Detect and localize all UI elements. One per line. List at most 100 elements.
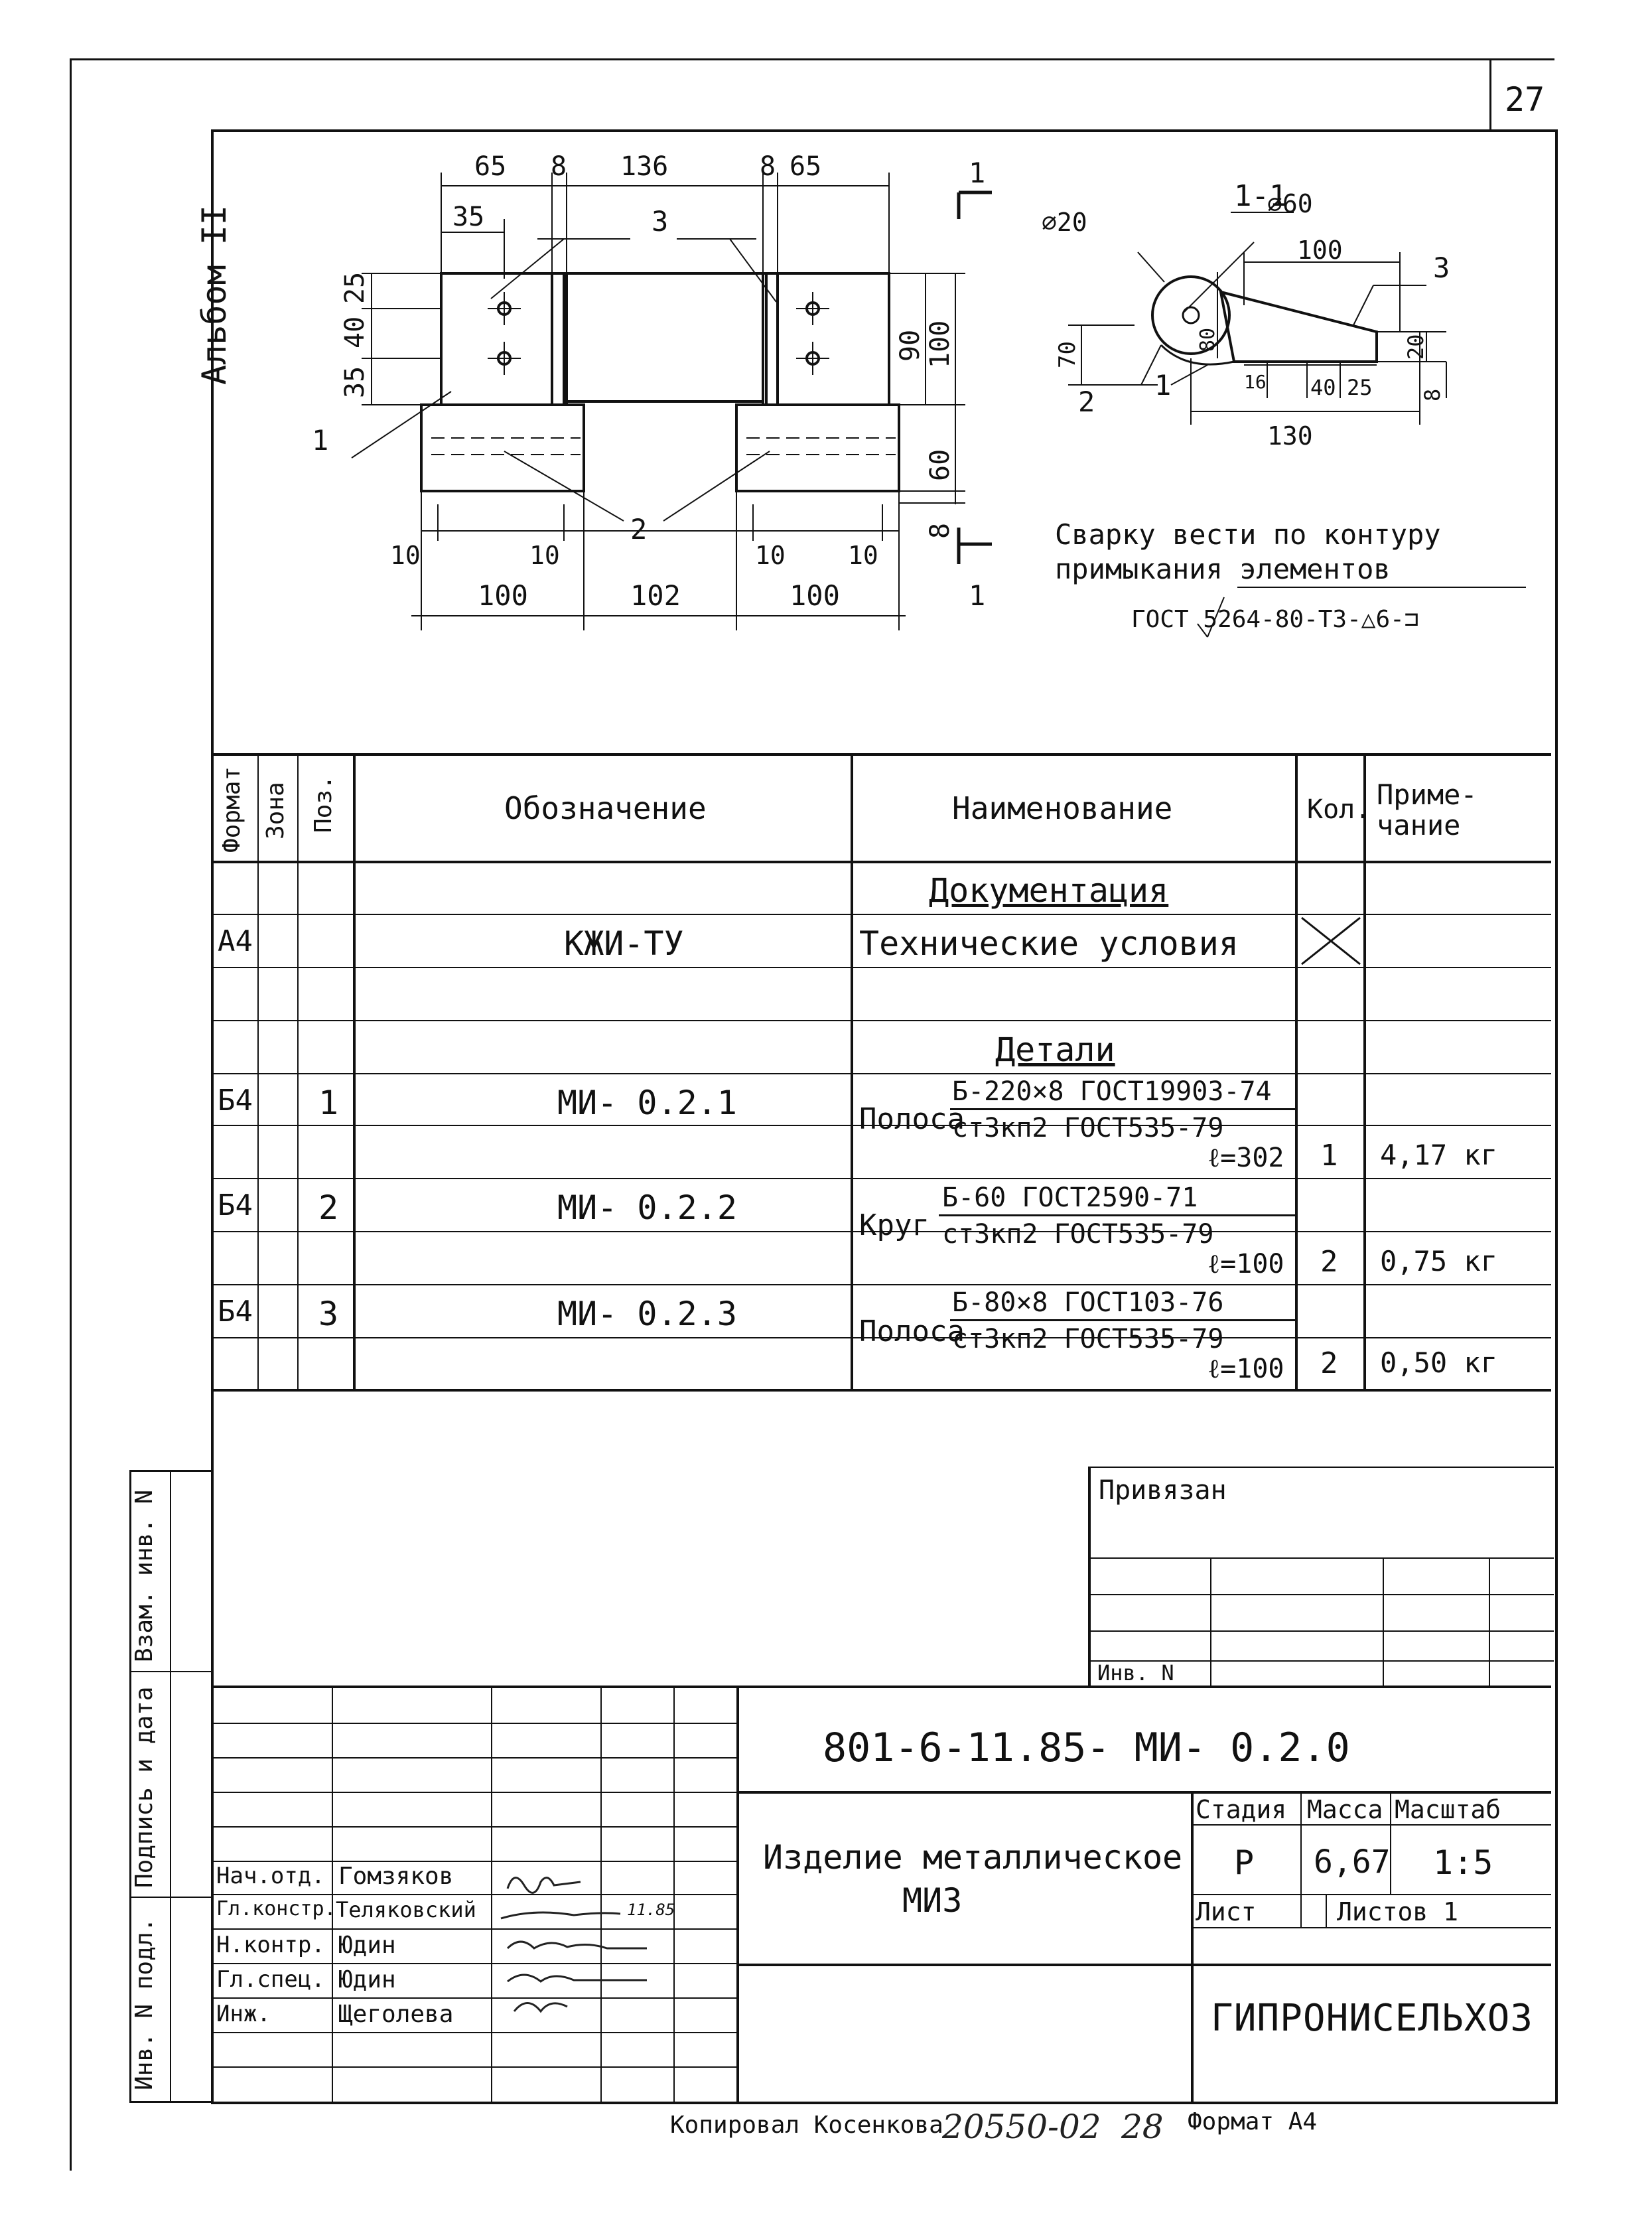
part-label-3: 3 [652, 205, 668, 238]
part2-pos: 2 [318, 1188, 339, 1227]
section-label-1: 1 [1154, 369, 1171, 401]
section-label-2: 2 [1078, 386, 1095, 418]
header-note: Приме-чание [1377, 778, 1478, 842]
footer-copied-by: Копировал Косенкова [670, 2112, 943, 2139]
round-part-2-left [420, 403, 585, 492]
part2-note: 0,75 кг [1380, 1245, 1498, 1277]
section-dim-70: 70 [1054, 341, 1081, 368]
part3-length: ℓ=100 [1207, 1354, 1284, 1384]
doc-name: Технические условия [859, 924, 1239, 963]
handwritten-signatures [500, 1877, 647, 2013]
weld-note-line1: Сварку вести по контуру [1055, 518, 1441, 551]
document-code: 801-6-11.85- МИ- 0.2.0 [823, 1725, 1350, 1771]
dim-bottom-100b: 100 [790, 579, 840, 612]
part1-note: 4,17 кг [1380, 1139, 1498, 1171]
part2-qty: 2 [1320, 1245, 1338, 1279]
weld-note-line2: примыкания элементов [1055, 553, 1391, 585]
product-name-line1: Изделие металлическое [763, 1838, 1183, 1877]
section-dim-16: 16 [1244, 371, 1267, 393]
sign-name-4: Юдин [338, 1966, 396, 1993]
part2-designation: МИ- 0.2.2 [557, 1188, 737, 1227]
mass-value: 6,67 [1314, 1843, 1391, 1881]
privyazan-inv-label: Инв. N [1097, 1660, 1174, 1686]
section-round-bar [1151, 275, 1231, 355]
dim-bottom-102: 102 [630, 579, 681, 612]
sign-name-5: Щеголева [338, 2001, 454, 2028]
part-label-1: 1 [312, 424, 328, 457]
dim-35: 35 [452, 202, 484, 232]
section-dim-20: 20 [1403, 334, 1428, 360]
part1-name-prefix: Полоса [859, 1102, 965, 1136]
margin-vzam-inv: Взам. инв. N [131, 1489, 158, 1662]
qty-cross [1301, 916, 1361, 966]
header-designation: Обозначение [504, 790, 707, 826]
footer-page: 28 [1121, 2108, 1164, 2146]
weld-spec: ГОСТ 5264-80-Т3-△6-⊐ [1131, 606, 1418, 633]
section-d60: ⌀60 [1267, 189, 1313, 218]
doc-designation: КЖИ-ТУ [564, 924, 684, 963]
mass-label: Масса [1307, 1795, 1383, 1824]
round-part-2-right [735, 403, 900, 492]
sheet-frame [70, 58, 1554, 2171]
section-dim-80: 80 [1196, 328, 1219, 352]
scale-value: 1:5 [1433, 1843, 1493, 1882]
section-dim-25: 25 [1347, 375, 1373, 400]
part2-denominator: ст3кп2 ГОСТ535-79 [942, 1219, 1214, 1250]
header-name: Наименование [952, 790, 1173, 826]
dim-top-65a: 65 [474, 151, 506, 182]
footer-format: Формат А4 [1188, 2108, 1318, 2135]
dim-top-8b: 8 [760, 151, 776, 182]
date-mark: 11.85 [627, 1901, 675, 1919]
sign-name-2: Теляковский [336, 1897, 476, 1922]
dim-right-8: 8 [925, 523, 955, 539]
section-dim-8: 8 [1420, 389, 1445, 401]
left-margin-strip [129, 1470, 213, 2103]
header-zone: Зона [262, 782, 289, 839]
footer-number: 20550-02 [942, 2108, 1101, 2146]
part1-qty: 1 [1320, 1139, 1338, 1173]
sheets-label: Листов 1 [1337, 1897, 1459, 1926]
section-label-3: 3 [1433, 251, 1450, 284]
privyazan-label: Привязан [1099, 1475, 1227, 1506]
dim-top-65b: 65 [790, 151, 821, 182]
dim-bottom-10c: 10 [755, 541, 786, 570]
header-qty: Кол. [1307, 794, 1371, 825]
section-d20: ⌀20 [1042, 208, 1087, 237]
dim-right-100: 100 [925, 321, 955, 368]
part2-numerator: Б-60 ГОСТ2590-71 [942, 1183, 1198, 1213]
part3-numerator: Б-80×8 ГОСТ103-76 [952, 1287, 1224, 1318]
privyazan-block: Привязан Инв. N [1088, 1467, 1554, 1686]
section-dim-130: 130 [1267, 421, 1313, 451]
section-dim-40: 40 [1310, 375, 1336, 400]
section-marker-bottom: 1 [969, 579, 985, 612]
dim-bottom-10a: 10 [390, 541, 421, 570]
part3-denominator: ст3кп2 ГОСТ535-79 [952, 1324, 1224, 1354]
part1-pos: 1 [318, 1084, 339, 1122]
part3-qty: 2 [1320, 1346, 1338, 1380]
part2-format: Б4 [218, 1188, 253, 1222]
part-label-2: 2 [630, 513, 647, 545]
header-format: Формат [218, 766, 245, 853]
plate-part-1 [440, 272, 565, 406]
section-dim-100: 100 [1297, 236, 1343, 265]
part2-name-prefix: Круг [859, 1208, 929, 1242]
sign-name-3: Юдин [338, 1932, 396, 1959]
section-documents: Документация [929, 871, 1169, 910]
dim-top-8a: 8 [551, 151, 567, 182]
part3-name-prefix: Полоса [859, 1315, 965, 1348]
part1-numerator: Б-220×8 ГОСТ19903-74 [952, 1076, 1272, 1107]
part3-note: 0,50 кг [1380, 1346, 1498, 1379]
sheet-number-box [1489, 58, 1554, 129]
section-parts: Детали [995, 1031, 1115, 1069]
sheet-label: Лист [1196, 1897, 1257, 1926]
dim-right-60: 60 [925, 449, 955, 481]
doc-format: А4 [218, 924, 253, 958]
dim-right-90: 90 [895, 330, 926, 362]
dim-top-136: 136 [620, 151, 668, 182]
organization-name: ГИПРОНИСЕЛЬХОЗ [1211, 1997, 1534, 2040]
sign-role-3: Н.контр. [216, 1932, 325, 1958]
sign-role-2: Гл.констр. [216, 1897, 336, 1920]
sheet-number: 27 [1505, 80, 1545, 119]
sign-role-1: Нач.отд. [216, 1863, 325, 1889]
part1-designation: МИ- 0.2.1 [557, 1084, 737, 1122]
